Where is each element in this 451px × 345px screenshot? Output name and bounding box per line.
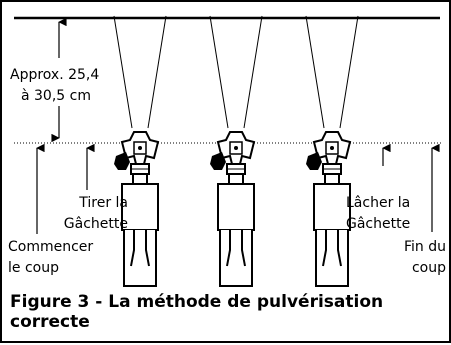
figure-caption-line1: Figure 3 - La méthode de pulvérisation — [10, 292, 384, 312]
end-stroke-label-line1: Fin du — [403, 239, 446, 255]
distance-label-line2: à 30,5 cm — [21, 88, 91, 104]
pull-trigger-label: Tirer la Gâchette — [38, 193, 128, 235]
distance-label: Approx. 25,4 à 30,5 cm — [10, 65, 99, 107]
spray-gun-left — [113, 15, 167, 287]
start-stroke-label-line2: le coup — [8, 260, 59, 276]
figure-caption-line2: correcte — [10, 312, 90, 332]
spray-gun-center — [209, 15, 263, 287]
release-trigger-label-line1: Lâcher la — [346, 195, 411, 211]
distance-label-line1: Approx. 25,4 — [10, 67, 100, 83]
start-stroke-label-line1: Commencer — [8, 239, 94, 255]
release-trigger-label: Lâcher la Gâchette — [346, 193, 410, 235]
end-stroke-label-line2: coup — [411, 260, 446, 276]
pull-trigger-label-line2: Gâchette — [63, 216, 128, 232]
pull-trigger-label-line1: Tirer la — [79, 195, 128, 211]
end-stroke-label: Fin du coup — [350, 237, 446, 279]
start-stroke-label: Commencer le coup — [8, 237, 93, 279]
release-trigger-label-line2: Gâchette — [346, 216, 411, 232]
figure-caption: Figure 3 - La méthode de pulvérisation c… — [10, 292, 450, 332]
